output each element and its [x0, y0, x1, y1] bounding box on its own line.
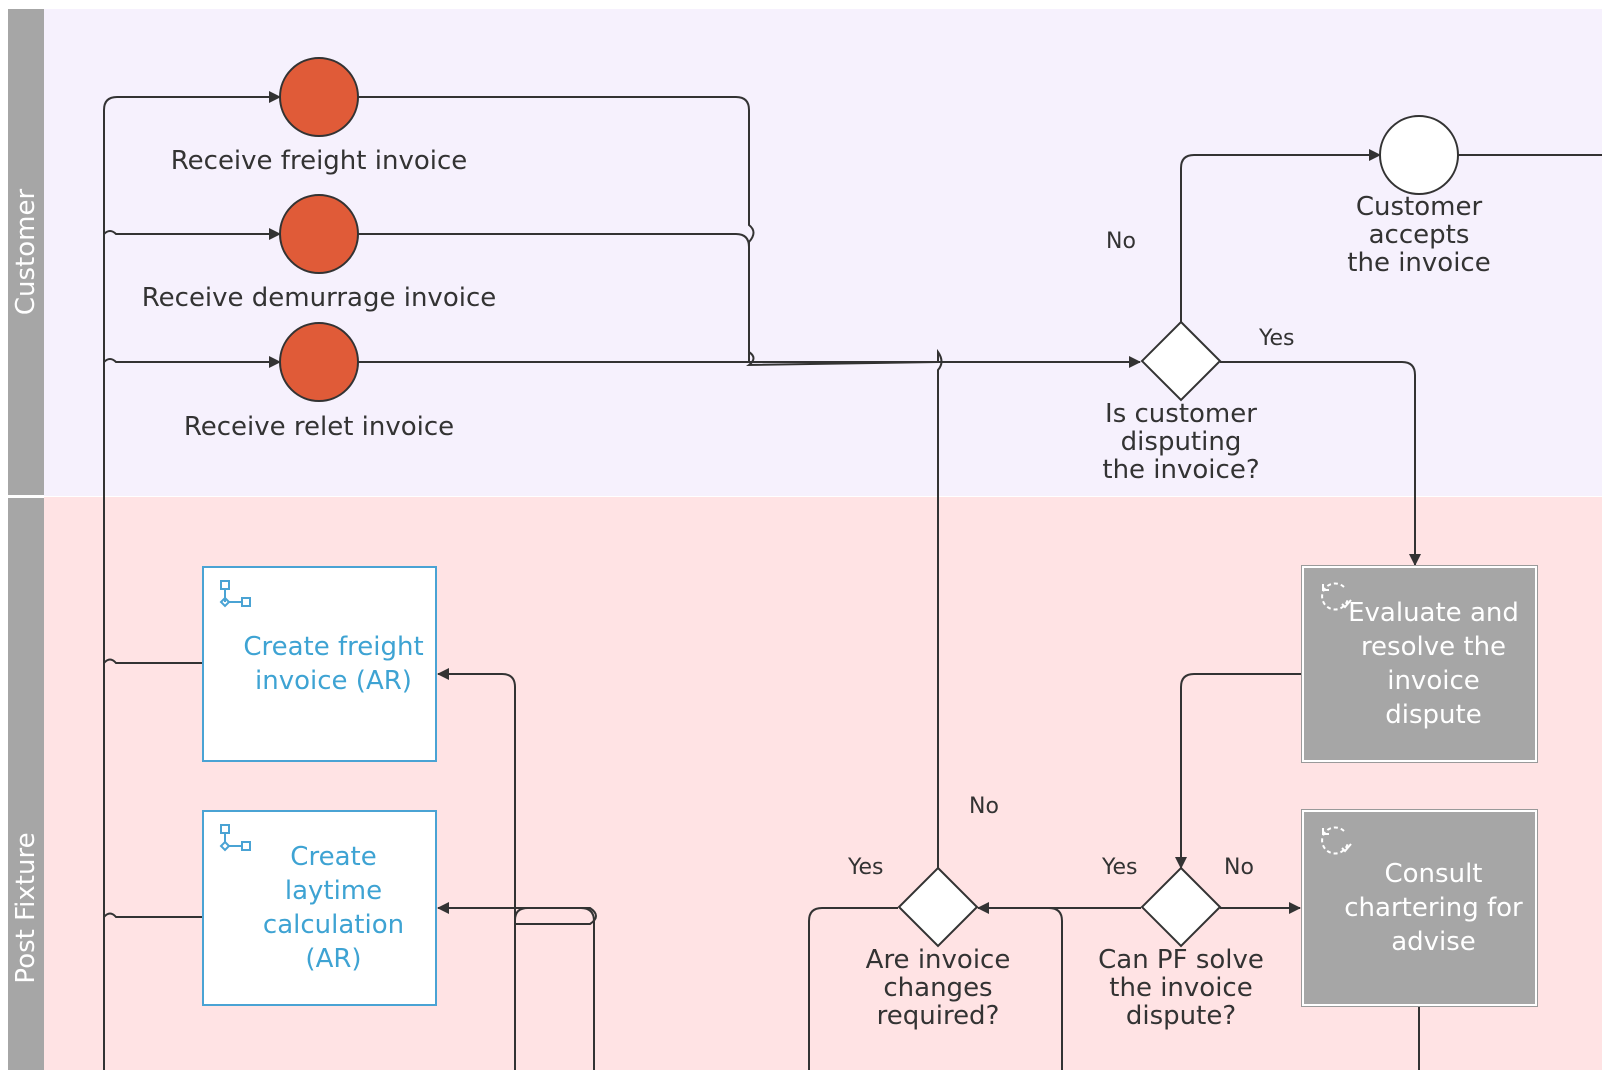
create-laytime-calculation-label: Create laytime calculation (AR) [262, 842, 405, 974]
disputing-yes-label: Yes [1259, 326, 1295, 351]
connector-to-relet-event [103, 356, 281, 368]
receive-freight-invoice-event[interactable] [279, 57, 359, 137]
connector-disputing-no [1180, 149, 1381, 322]
pfsolve-yes-label: Yes [1102, 855, 1138, 880]
changes-gateway-label: Are invoice changes required? [865, 945, 1011, 1031]
changes-gateway[interactable] [897, 866, 979, 948]
changes-no-label: No [969, 794, 999, 819]
connector-bottom-to-pfsolve [1048, 907, 1063, 1070]
disputing-no-label: No [1106, 229, 1136, 254]
consult-chartering-label: Consult chartering for advise [1344, 859, 1523, 957]
pfsolve-no-label: No [1224, 855, 1254, 880]
connector-to-demurrage-event [103, 228, 281, 240]
pfsolve-gateway[interactable] [1140, 866, 1222, 948]
subprocess-icon [219, 824, 251, 852]
connector-freight-task-out [103, 658, 202, 664]
receive-freight-invoice-label: Receive freight invoice [170, 146, 468, 176]
connector-changes-yes [808, 907, 898, 1070]
receive-demurrage-invoice-label: Receive demurrage invoice [141, 283, 497, 313]
disputing-gateway[interactable] [1140, 320, 1222, 402]
receive-relet-invoice-event[interactable] [279, 322, 359, 402]
evaluate-resolve-dispute-task[interactable]: Evaluate and resolve the invoice dispute [1301, 565, 1538, 763]
connector-freight-event-out [358, 96, 939, 367]
customer-accepts-event[interactable] [1379, 115, 1459, 195]
loop-icon [1321, 826, 1352, 855]
receive-demurrage-invoice-event[interactable] [279, 194, 359, 274]
connector-evaluate-out [1175, 673, 1302, 869]
customer-accepts-label: Customer accepts the invoice [1347, 192, 1491, 278]
changes-yes-label: Yes [848, 855, 884, 880]
connector-changes-no [937, 348, 943, 868]
connector-disputing-yes [1220, 361, 1421, 566]
connector-to-laytime-task [437, 902, 595, 1070]
connector-demurrage-event-out [358, 233, 750, 362]
subprocess-icon [219, 580, 251, 608]
pfsolve-gateway-label: Can PF solve the invoice dispute? [1098, 945, 1264, 1031]
consult-chartering-task[interactable]: Consult chartering for advise [1301, 809, 1538, 1007]
create-freight-invoice-task[interactable]: Create freight invoice (AR) [202, 566, 437, 762]
receive-relet-invoice-label: Receive relet invoice [183, 412, 455, 442]
connector-trunk [103, 91, 281, 1070]
evaluate-resolve-dispute-label: Evaluate and resolve the invoice dispute [1348, 598, 1519, 730]
loop-icon [1321, 582, 1352, 611]
create-laytime-calculation-task[interactable]: Create laytime calculation (AR) [202, 810, 437, 1006]
create-freight-invoice-label: Create freight invoice (AR) [243, 632, 424, 696]
post-fixture-lane-header[interactable]: Post Fixture [8, 498, 44, 1070]
customer-lane-header[interactable]: Customer [8, 9, 44, 495]
connector-laytime-task-out [103, 912, 202, 918]
disputing-gateway-label: Is customer disputing the invoice? [1102, 399, 1260, 485]
connector-to-freight-task [437, 668, 597, 1070]
